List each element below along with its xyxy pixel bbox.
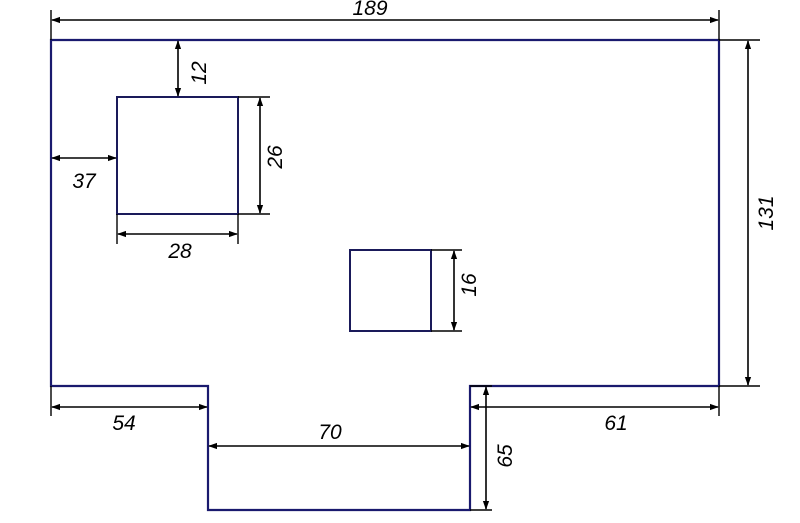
dimension-square-height: 26 [264,145,287,170]
dimension-tab-width: 70 [318,421,342,444]
part-outline [49,38,721,512]
small-square-cutout [349,249,432,332]
dimension-left-gap: 37 [72,170,97,193]
dimension-top-gap: 12 [188,61,211,85]
dimension-overall-height: 131 [755,195,778,230]
square-cutout [116,96,239,215]
dimension-square-width: 28 [167,240,192,263]
dimension-overall-width: 189 [352,0,387,20]
dimension-left-ledge: 54 [112,412,135,435]
dimension-right-ledge: 61 [604,412,627,435]
dimension-small-square: 16 [458,273,481,297]
dimension-tab-depth: 65 [494,444,517,468]
